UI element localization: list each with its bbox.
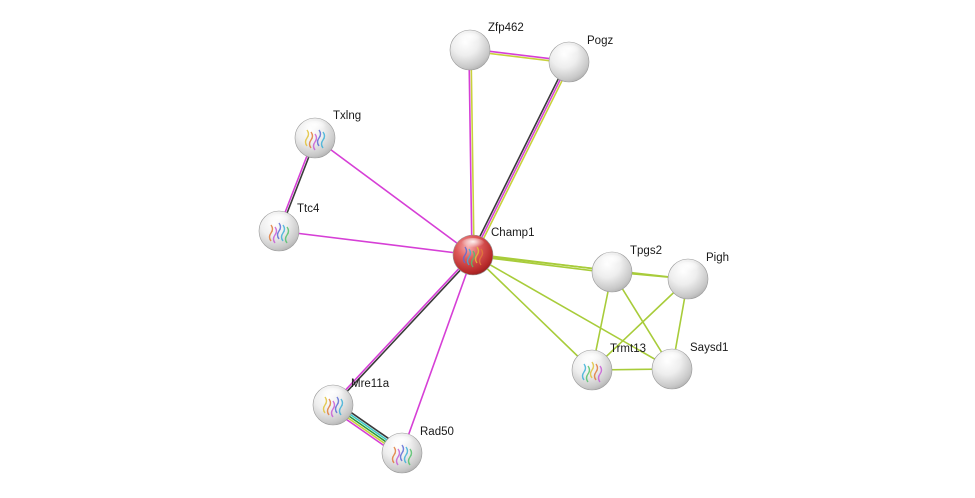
node-label-rad50: Rad50 — [420, 426, 454, 438]
structure-strand — [597, 365, 603, 383]
node-txlng[interactable]: Txlng — [294, 110, 361, 159]
node-mre11a[interactable]: Mre11a — [312, 378, 390, 426]
node-rad50[interactable]: Rad50 — [381, 426, 454, 474]
structure-strand — [322, 396, 328, 414]
structure-strand — [466, 248, 472, 266]
node-label-txlng: Txlng — [333, 110, 361, 122]
structure-strand — [284, 226, 290, 244]
protein-structure-icon — [268, 222, 290, 244]
structure-strand — [395, 448, 401, 466]
structure-strand — [403, 446, 409, 464]
structure-strand — [581, 363, 587, 381]
structure-strand — [268, 224, 274, 242]
node-tpgs2[interactable]: Tpgs2 — [591, 245, 662, 293]
node-label-champ1: Champ1 — [491, 227, 534, 239]
edge-pigh-trmt13 — [591, 278, 689, 371]
node-highlight — [660, 352, 684, 364]
edge-strand — [472, 61, 570, 256]
structure-strand — [326, 398, 332, 416]
node-label-zfp462: Zfp462 — [488, 22, 524, 34]
node-trmt13[interactable]: Trmt13 — [571, 343, 646, 391]
node-highlight — [461, 238, 485, 250]
edge-strand — [472, 254, 593, 371]
structure-strand — [330, 400, 336, 418]
node-highlight — [303, 121, 327, 133]
structure-strand — [312, 133, 318, 151]
edge-strand — [331, 253, 474, 406]
structure-strand — [585, 365, 591, 383]
structure-strand — [593, 363, 599, 381]
edge-champ1-trmt13 — [472, 254, 593, 371]
edge-strand — [474, 62, 572, 257]
structure-strand — [272, 226, 278, 244]
node-highlight — [458, 33, 482, 45]
structure-strand — [320, 131, 326, 149]
edge-strand — [470, 60, 568, 255]
node-champ1[interactable]: Champ1 — [452, 227, 534, 276]
structure-strand — [478, 248, 484, 266]
node-label-trmt13: Trmt13 — [610, 343, 646, 355]
node-label-tpgs2: Tpgs2 — [630, 245, 662, 257]
node-ttc4[interactable]: Ttc4 — [258, 203, 320, 252]
edge-strand — [332, 254, 475, 407]
node-saysd1[interactable]: Saysd1 — [651, 342, 728, 390]
node-label-ttc4: Ttc4 — [297, 203, 320, 215]
edge-champ1-rad50 — [401, 254, 474, 454]
node-pogz[interactable]: Pogz — [548, 35, 613, 83]
edge-champ1-saysd1 — [472, 254, 673, 370]
edge-strand — [468, 49, 473, 256]
nodes-layer: Champ1 Zfp462PogzTxlngTtc4Tpgs2PighTrmt13… — [258, 22, 729, 474]
edge-champ1-zfp462 — [468, 49, 475, 256]
edge-strand — [472, 255, 613, 274]
node-highlight — [321, 388, 345, 400]
edge-strand — [472, 254, 673, 370]
edge-champ1-txlng — [314, 137, 474, 256]
structure-strand — [470, 250, 476, 268]
structure-strand — [338, 398, 344, 416]
protein-structure-icon — [462, 246, 484, 268]
node-zfp462[interactable]: Zfp462 — [449, 22, 524, 71]
node-label-mre11a: Mre11a — [351, 378, 390, 390]
edge-strand — [401, 254, 474, 454]
structure-strand — [391, 446, 397, 464]
structure-strand — [407, 448, 413, 466]
node-highlight — [600, 255, 624, 267]
structure-strand — [304, 129, 310, 147]
node-highlight — [267, 214, 291, 226]
structure-strand — [462, 246, 468, 264]
edge-champ1-ttc4 — [278, 230, 474, 256]
node-highlight — [557, 45, 581, 57]
edge-strand — [314, 137, 474, 256]
edge-strand — [591, 278, 689, 371]
node-pigh[interactable]: Pigh — [667, 252, 729, 300]
node-label-pigh: Pigh — [706, 252, 729, 264]
edge-strand — [278, 230, 474, 256]
edge-champ1-pogz — [470, 60, 572, 257]
edge-champ1-mre11a — [331, 253, 475, 407]
structure-strand — [280, 224, 286, 242]
node-highlight — [580, 353, 604, 365]
node-label-pogz: Pogz — [587, 35, 613, 47]
structure-strand — [308, 131, 314, 149]
node-label-saysd1: Saysd1 — [690, 342, 728, 354]
edge-strand — [470, 49, 475, 256]
node-highlight — [390, 436, 414, 448]
node-highlight — [676, 262, 700, 274]
protein-structure-icon — [304, 129, 326, 151]
